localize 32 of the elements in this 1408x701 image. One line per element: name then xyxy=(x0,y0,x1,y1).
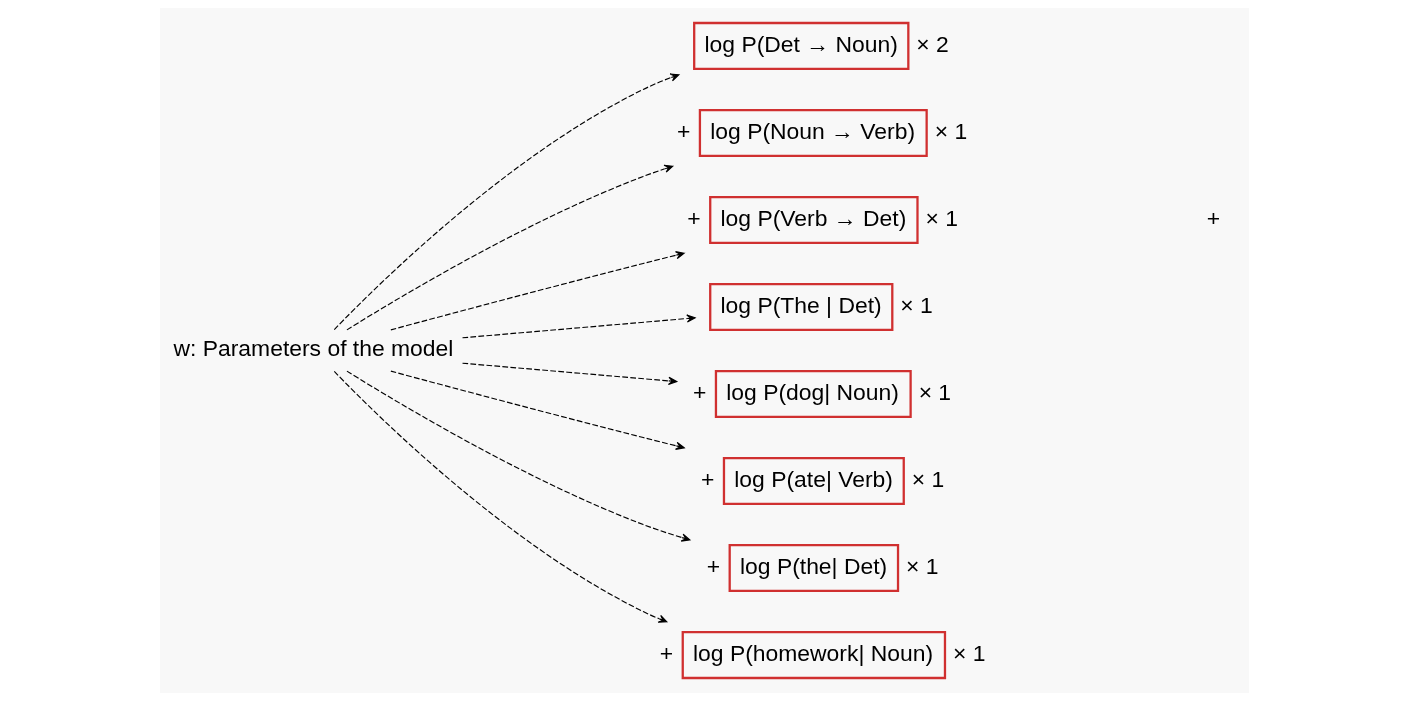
node-label: × 1 xyxy=(918,378,951,405)
node-label: + xyxy=(686,204,701,231)
node-box: log P(Det → Noun) xyxy=(692,21,909,70)
node-label: × 1 xyxy=(899,291,933,318)
arrow xyxy=(333,73,679,331)
node-label: + xyxy=(676,117,690,144)
label: + xyxy=(1206,204,1220,231)
node-label: + xyxy=(700,465,714,492)
node-label: × 2 xyxy=(915,30,949,57)
arrow xyxy=(333,370,667,623)
node-box: log P(the| Det) xyxy=(728,544,899,593)
arrow xyxy=(345,370,690,542)
node-label: + xyxy=(659,639,673,666)
node-box: log P(ate| Verb) xyxy=(722,457,905,506)
node-box: log P(Verb → Det) xyxy=(708,195,919,244)
node-label: × 1 xyxy=(911,465,944,492)
arrow xyxy=(389,251,685,331)
node-box: log P(Noun → Verb) xyxy=(698,108,928,157)
node-label: × 1 xyxy=(905,552,939,579)
node-box: log P(The | Det) xyxy=(708,282,893,332)
arrow xyxy=(461,362,677,386)
arrow xyxy=(389,370,685,450)
node-box: log P(homework| Noun) xyxy=(681,631,946,680)
node-label: × 1 xyxy=(934,117,967,144)
node-label: + xyxy=(706,552,720,579)
node-text: w: Parameters of the model xyxy=(172,335,453,362)
node-box: log P(dog| Noun) xyxy=(714,369,912,419)
arrow xyxy=(461,314,696,339)
node-label: × 1 xyxy=(925,204,958,231)
node-label: + xyxy=(692,378,706,405)
node-label: × 1 xyxy=(952,639,985,666)
arrow xyxy=(345,164,673,331)
